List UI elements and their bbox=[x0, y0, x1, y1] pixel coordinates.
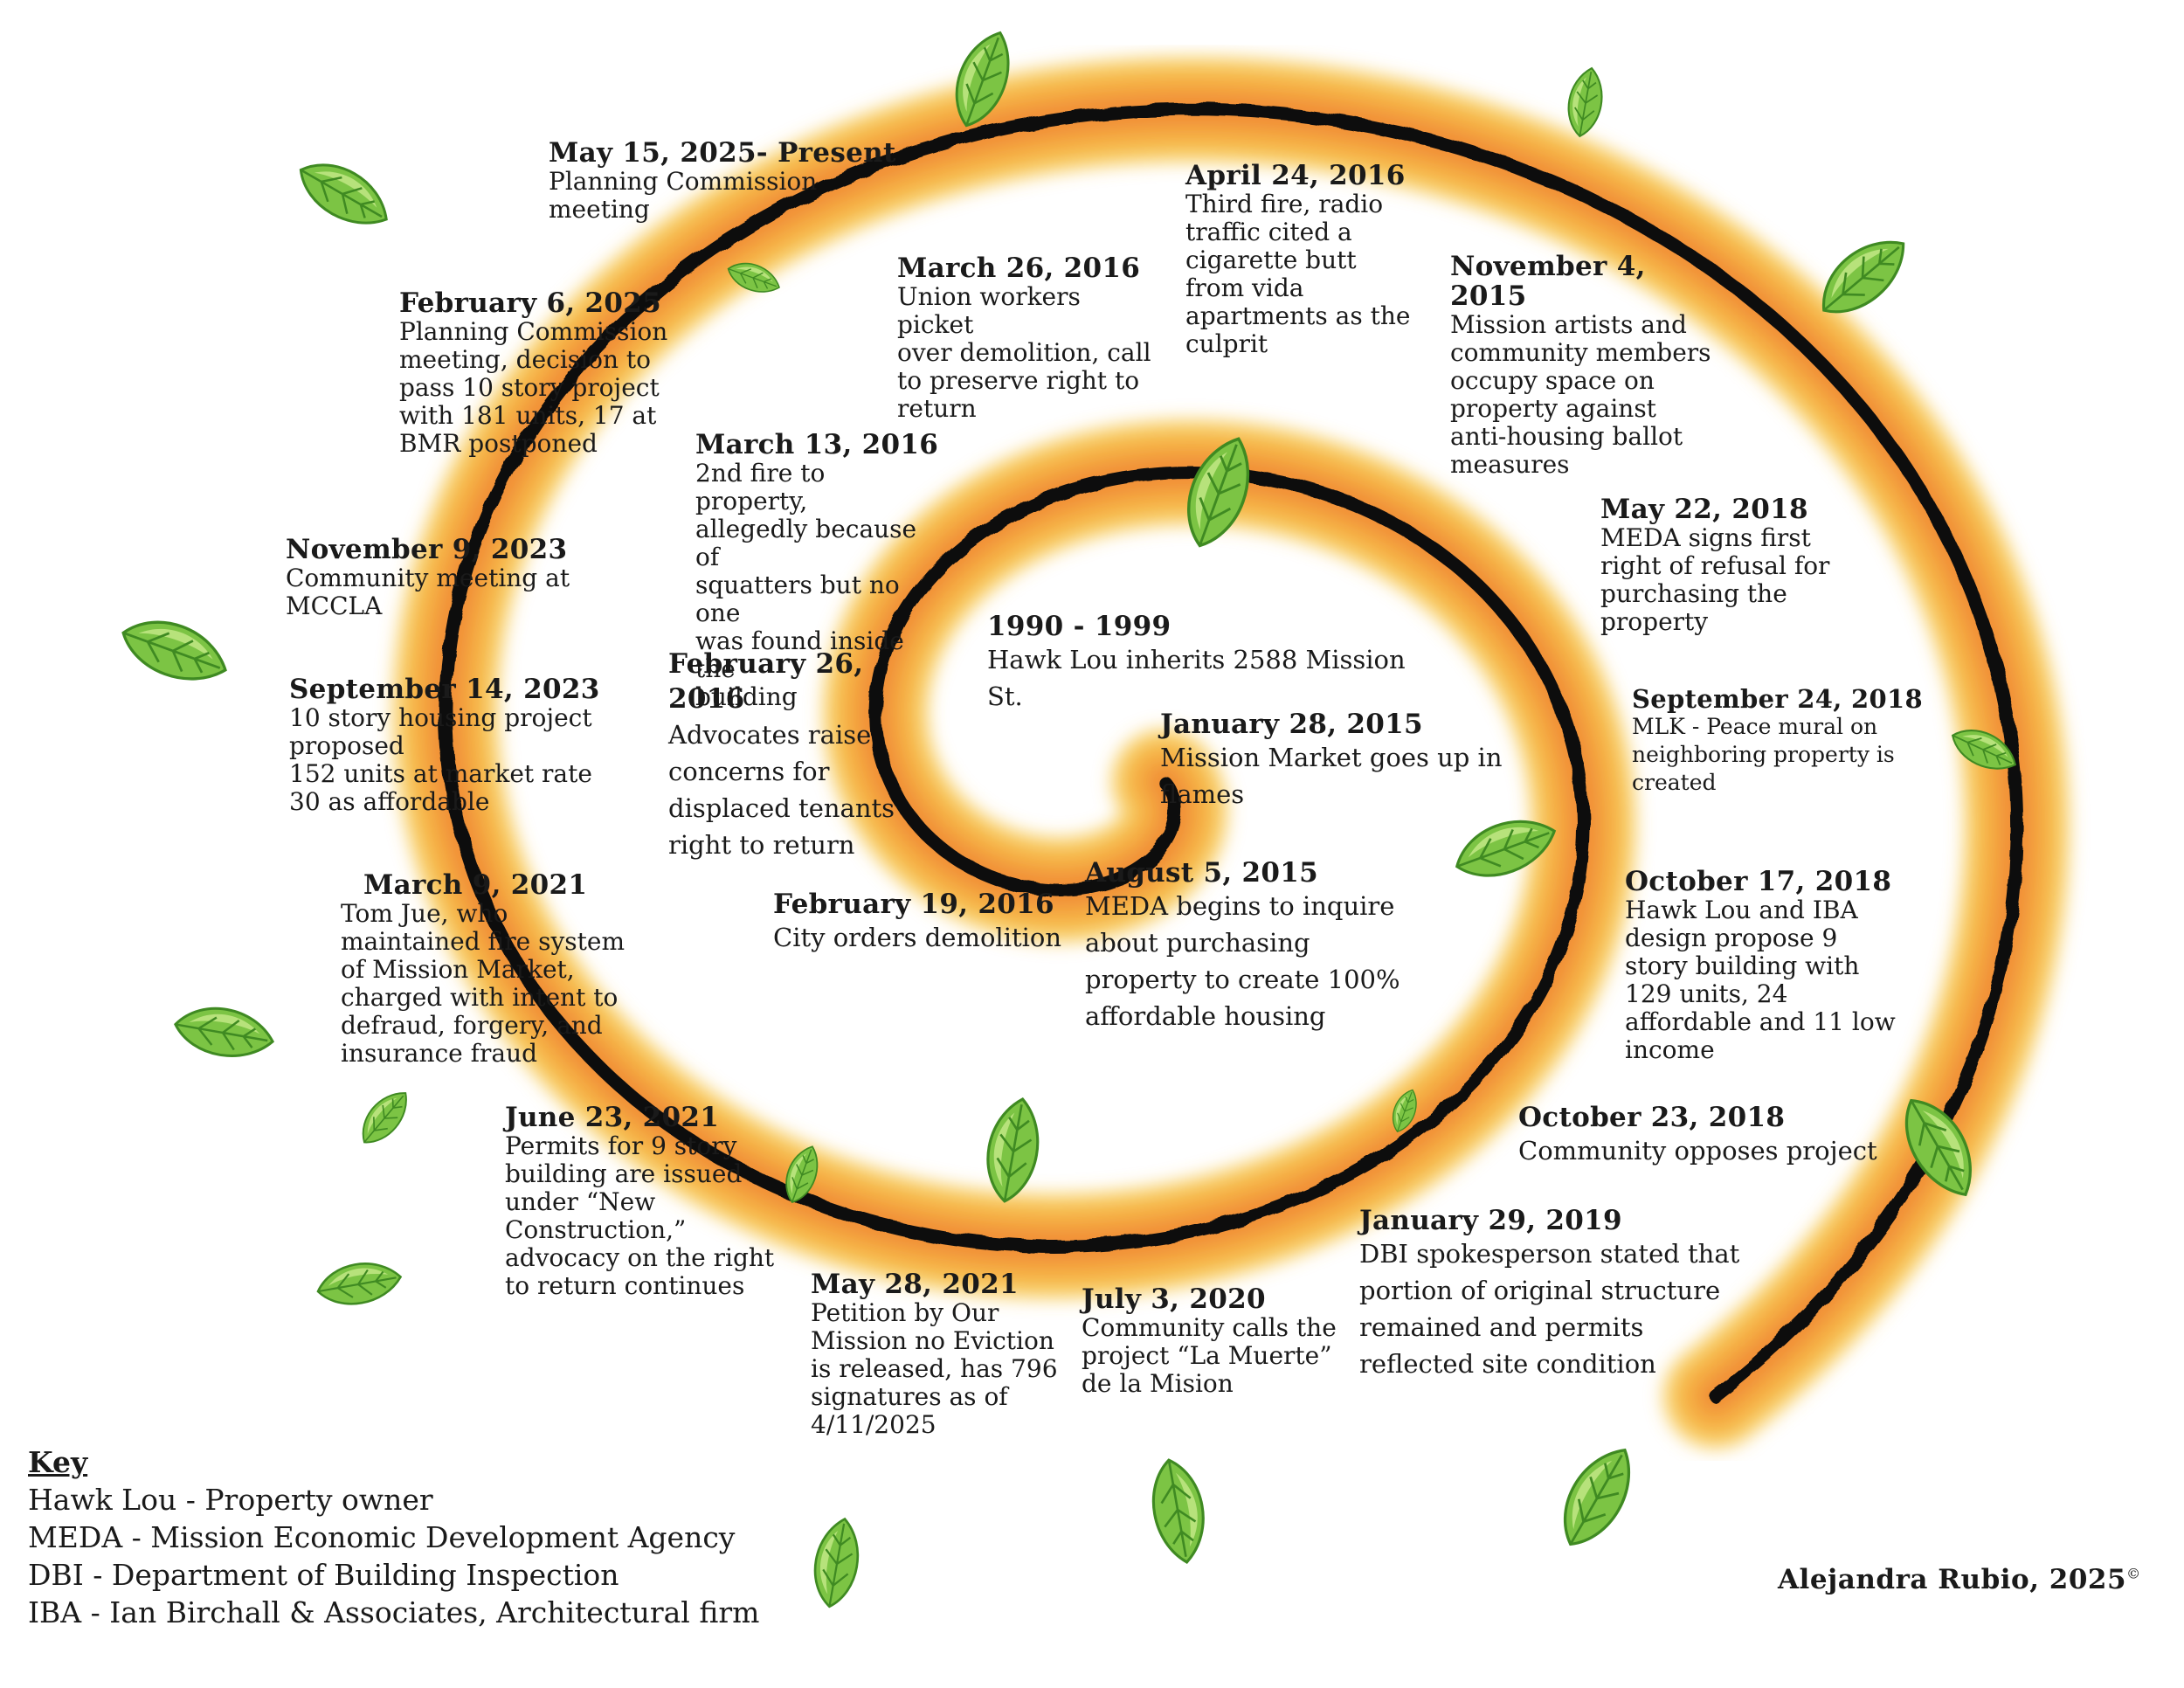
event-text: Community calls the project “La Muerte” … bbox=[1082, 1313, 1337, 1398]
event-text: Tom Jue, who maintained fire system of M… bbox=[341, 899, 625, 1068]
event-date: June 23, 2021 bbox=[505, 1102, 720, 1133]
event-text: 2nd fire to property, allegedly because … bbox=[695, 459, 917, 711]
event-text: Mission Market goes up in flames bbox=[1160, 743, 1503, 809]
event-date: October 17, 2018 bbox=[1625, 866, 1892, 897]
event-text: Planning Commission meeting bbox=[549, 167, 818, 224]
event-date: August 5, 2015 bbox=[1085, 857, 1319, 889]
event-text: MEDA signs first right of refusal for pu… bbox=[1600, 523, 1830, 636]
event-jan-29-2019: January 29, 2019 DBI spokesperson stated… bbox=[1359, 1206, 1761, 1382]
event-text: Petition by Our Mission no Eviction is r… bbox=[811, 1298, 1058, 1439]
key-item: DBI - Department of Building Inspection bbox=[28, 1558, 619, 1592]
key-item: IBA - Ian Birchall & Associates, Archite… bbox=[28, 1595, 760, 1629]
event-jan-28-2015: January 28, 2015 Mission Market goes up … bbox=[1160, 709, 1527, 813]
event-aug-5-2015: August 5, 2015 MEDA begins to inquire ab… bbox=[1085, 858, 1434, 1034]
event-text: MLK - Peace mural on neighboring propert… bbox=[1632, 714, 1895, 795]
event-date: April 24, 2016 bbox=[1185, 160, 1406, 191]
credit-text: Alejandra Rubio, 2025 bbox=[1778, 1564, 2127, 1595]
leaf-icon bbox=[727, 262, 780, 293]
leaf-icon bbox=[121, 620, 227, 681]
event-sep-14-2023: September 14, 2023 10 story housing proj… bbox=[289, 675, 621, 816]
event-may-22-2018: May 22, 2018 MEDA signs first right of r… bbox=[1600, 495, 1880, 636]
event-text: Advocates raise concerns for displaced t… bbox=[668, 720, 895, 860]
event-text: Third fire, radio traffic cited a cigare… bbox=[1185, 190, 1411, 358]
event-may-15-2025: May 15, 2025- Present Planning Commissio… bbox=[549, 138, 1003, 224]
copyright-mark: © bbox=[2126, 1565, 2141, 1582]
event-text: City orders demolition bbox=[773, 923, 1062, 952]
leaf-icon bbox=[813, 1517, 860, 1608]
event-may-28-2021: May 28, 2021 Petition by Our Mission no … bbox=[811, 1269, 1073, 1439]
leaves bbox=[121, 31, 2017, 1608]
event-date: February 26, 2016 bbox=[668, 648, 864, 715]
leaf-icon bbox=[1151, 1458, 1205, 1564]
event-date: November 9, 2023 bbox=[286, 534, 568, 565]
event-text: Union workers picket over demolition, ca… bbox=[897, 282, 1151, 423]
event-sep-24-2018: September 24, 2018 MLK - Peace mural on … bbox=[1632, 685, 1929, 797]
event-oct-17-2018: October 17, 2018 Hawk Lou and IBA design… bbox=[1625, 867, 1939, 1064]
artist-credit: Alejandra Rubio, 2025© bbox=[1778, 1564, 2141, 1595]
key-item: MEDA - Mission Economic Development Agen… bbox=[28, 1520, 736, 1554]
key-title: Key bbox=[28, 1445, 88, 1479]
event-text: Planning Commission meeting, decision to… bbox=[399, 317, 668, 458]
event-1990-1999: 1990 - 1999 Hawk Lou inherits 2588 Missi… bbox=[987, 612, 1441, 715]
event-date: February 6, 2025 bbox=[399, 287, 662, 319]
event-feb-6-2025: February 6, 2025 Planning Commission mee… bbox=[399, 288, 766, 458]
event-oct-23-2018: October 23, 2018 Community opposes proje… bbox=[1518, 1103, 1920, 1169]
event-date: February 19, 2016 bbox=[773, 889, 1054, 920]
event-nov-4-2015: November 4, 2015 Mission artists and com… bbox=[1450, 252, 1730, 479]
leaf-icon bbox=[955, 31, 1010, 128]
leaf-icon bbox=[316, 1263, 403, 1305]
spiral-line bbox=[439, 102, 2024, 1403]
event-text: Mission artists and community members oc… bbox=[1450, 310, 1711, 479]
event-nov-9-2023: November 9, 2023 Community meeting at MC… bbox=[286, 535, 653, 620]
event-mar-13-2016: March 13, 2016 2nd fire to property, all… bbox=[695, 430, 940, 711]
event-text: Community meeting at MCCLA bbox=[286, 564, 570, 620]
event-text: Hawk Lou and IBA design propose 9 story … bbox=[1625, 896, 1896, 1064]
leaf-icon bbox=[1822, 240, 1905, 314]
leaf-icon bbox=[1455, 820, 1557, 877]
event-date: January 29, 2019 bbox=[1359, 1205, 1622, 1236]
event-mar-9-2021: March 9, 2021 Tom Jue, who maintained fi… bbox=[341, 870, 655, 1068]
leaf-icon bbox=[986, 1097, 1040, 1203]
legend-key: Key Hawk Lou - Property owner MEDA - Mis… bbox=[28, 1443, 759, 1631]
leaf-icon bbox=[785, 1145, 819, 1204]
event-date: September 14, 2023 bbox=[289, 674, 600, 705]
event-date: October 23, 2018 bbox=[1518, 1102, 1786, 1133]
event-text: Hawk Lou inherits 2588 Mission St. bbox=[987, 645, 1406, 711]
leaf-icon bbox=[1187, 437, 1250, 548]
event-date: November 4, 2015 bbox=[1450, 251, 1646, 312]
event-apr-24-2016: April 24, 2016 Third fire, radio traffic… bbox=[1185, 161, 1448, 358]
event-date: March 13, 2016 bbox=[695, 429, 939, 460]
event-date: May 15, 2025- Present bbox=[549, 137, 896, 169]
event-date: July 3, 2020 bbox=[1082, 1283, 1266, 1315]
event-jul-3-2020: July 3, 2020 Community calls the project… bbox=[1082, 1284, 1361, 1398]
event-feb-26-2016: February 26, 2016 Advocates raise concer… bbox=[668, 647, 895, 863]
event-text: 10 story housing project proposed 152 un… bbox=[289, 703, 592, 816]
event-text: Community opposes project bbox=[1518, 1136, 1877, 1166]
leaf-icon bbox=[1392, 1089, 1417, 1133]
event-text: MEDA begins to inquire about purchasing … bbox=[1085, 891, 1400, 1031]
event-text: DBI spokesperson stated that portion of … bbox=[1359, 1239, 1740, 1379]
leaf-icon bbox=[174, 1007, 275, 1057]
event-text: Permits for 9 story building are issued … bbox=[505, 1131, 775, 1300]
event-date: May 28, 2021 bbox=[811, 1269, 1019, 1300]
event-date: 1990 - 1999 bbox=[987, 611, 1171, 642]
event-date: January 28, 2015 bbox=[1160, 709, 1423, 740]
leaf-icon bbox=[1563, 1448, 1630, 1546]
key-item: Hawk Lou - Property owner bbox=[28, 1483, 433, 1517]
event-jun-23-2021: June 23, 2021 Permits for 9 story buildi… bbox=[505, 1103, 802, 1300]
leaf-icon bbox=[1567, 66, 1603, 138]
leaf-icon bbox=[1904, 1098, 1972, 1197]
event-date: September 24, 2018 bbox=[1632, 684, 1923, 714]
event-mar-26-2016: March 26, 2016 Union workers picket over… bbox=[897, 253, 1159, 423]
event-date: March 26, 2016 bbox=[897, 253, 1141, 284]
leaf-icon bbox=[1951, 730, 2017, 770]
leaf-icon bbox=[299, 163, 388, 225]
leaf-icon bbox=[362, 1092, 407, 1144]
event-feb-19-2016: February 19, 2016 City orders demolition bbox=[773, 889, 1070, 956]
event-date: March 9, 2021 bbox=[363, 869, 588, 901]
event-date: May 22, 2018 bbox=[1600, 494, 1808, 525]
